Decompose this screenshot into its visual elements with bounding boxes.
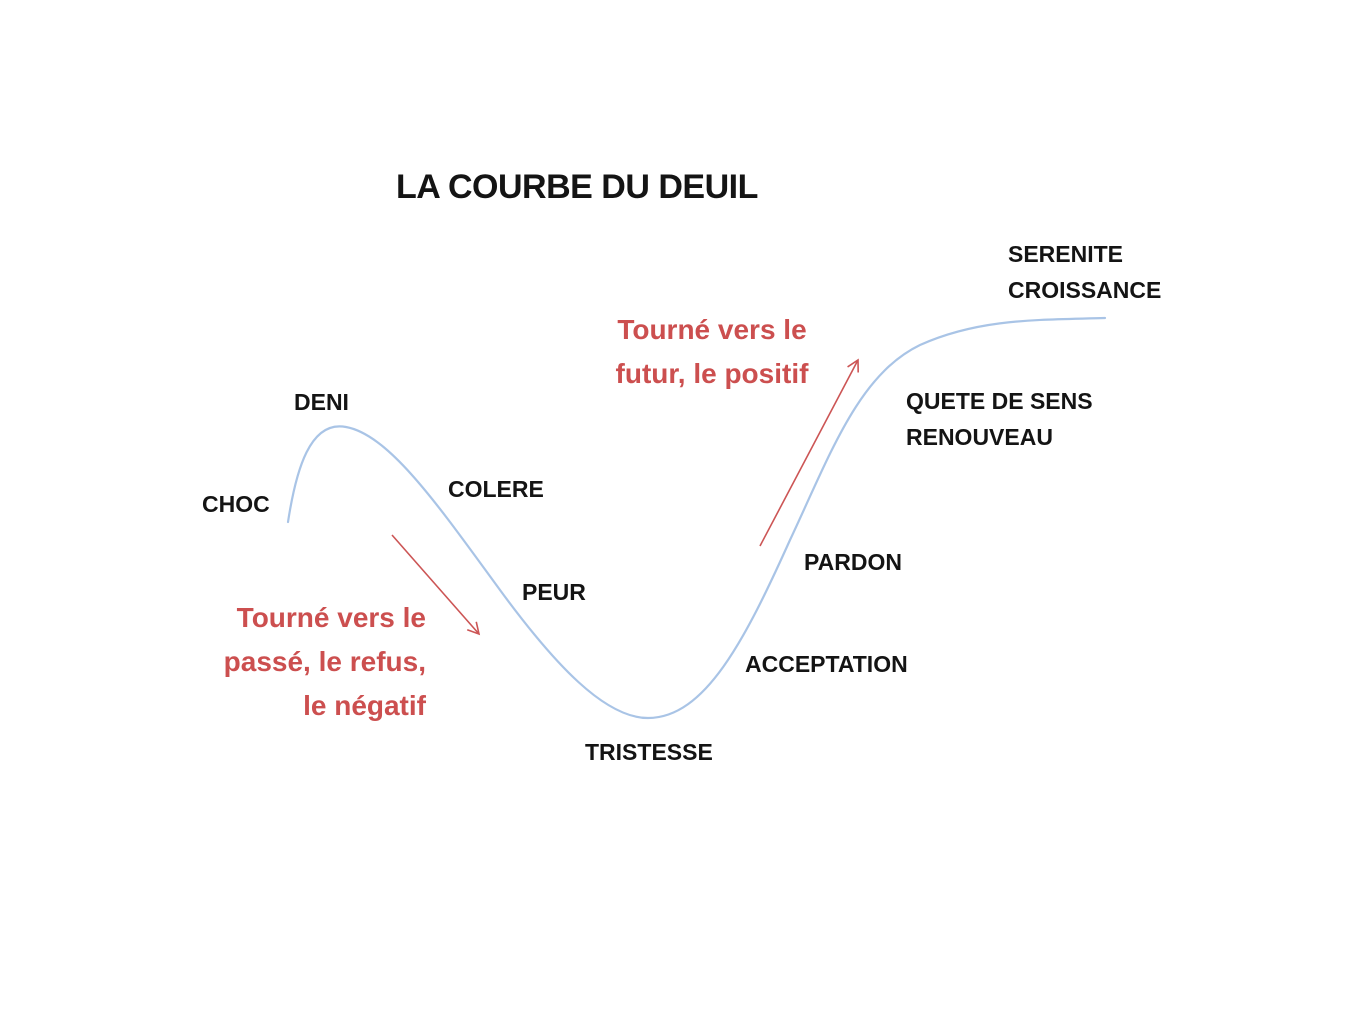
- diagram-title: LA COURBE DU DEUIL: [396, 168, 758, 206]
- stage-label-colere: COLERE: [448, 476, 544, 502]
- stage-label-serenite: SERENITE CROISSANCE: [1008, 236, 1161, 308]
- stage-label-quete-de-sens: QUETE DE SENS RENOUVEAU: [906, 383, 1093, 455]
- note-future-line2: futur, le positif: [615, 358, 809, 389]
- note-past-line1: Tourné vers le: [236, 602, 426, 633]
- stage-label-tristesse: TRISTESSE: [585, 739, 713, 765]
- stage-label-acceptation: ACCEPTATION: [745, 651, 908, 677]
- note-past-line3: le négatif: [303, 690, 426, 721]
- stage-label-serenite-line1: SERENITE: [1008, 241, 1124, 267]
- past-arrow: [391, 534, 481, 636]
- note-future-positive: Tourné vers le futur, le positif: [592, 308, 832, 396]
- stage-label-choc: CHOC: [202, 491, 270, 517]
- future-arrow: [759, 358, 859, 547]
- note-past-line2: passé, le refus,: [223, 646, 426, 677]
- stage-label-pardon: PARDON: [804, 549, 902, 575]
- stage-label-peur: PEUR: [522, 579, 586, 605]
- stage-label-croissance-line2: CROISSANCE: [1008, 277, 1162, 303]
- stage-label-deni: DENI: [294, 389, 349, 415]
- grief-curve: [286, 316, 1107, 720]
- stage-label-quete-line1: QUETE DE SENS: [906, 388, 1093, 414]
- note-past-negative: Tourné vers le passé, le refus, le négat…: [196, 596, 426, 728]
- note-future-line1: Tourné vers le: [617, 314, 807, 345]
- stage-label-renouveau-line2: RENOUVEAU: [906, 424, 1053, 450]
